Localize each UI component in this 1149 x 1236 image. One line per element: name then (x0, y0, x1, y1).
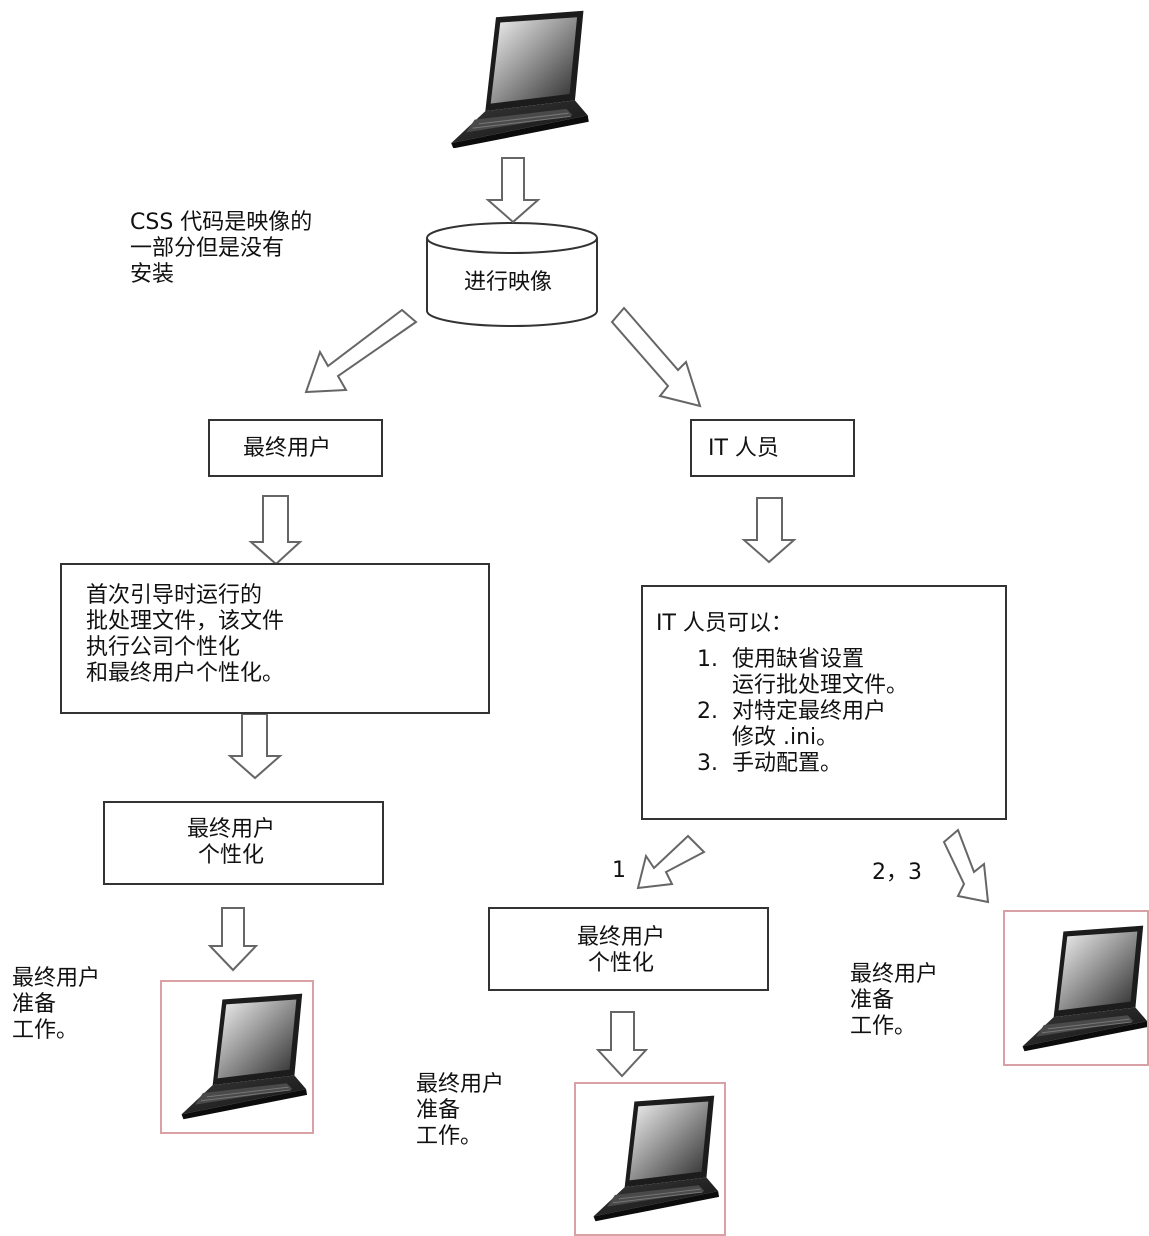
arrow-down-5 (207, 907, 259, 972)
end-user-label: 最终用户 (243, 436, 332, 461)
laptop-icon (181, 993, 308, 1120)
it-options-heading: IT 人员可以： (656, 611, 793, 636)
personalize-label-right: 最终用户 个性化 (577, 925, 666, 976)
laptop-icon (593, 1095, 720, 1222)
path-label-2-3: 2，3 (872, 860, 922, 885)
it-options-box: IT 人员可以： 1. 使用缺省设置 运行批处理文件。 2. 对特定最终用户 修… (641, 585, 1007, 820)
batch-file-text: 首次引导时运行的 批处理文件，该文件 执行公司个性化 和最终用户个性化。 (86, 583, 285, 686)
arrow-to-it-staff (610, 306, 702, 408)
batch-file-box: 首次引导时运行的 批处理文件，该文件 执行公司个性化 和最终用户个性化。 (60, 563, 490, 714)
it-option-2: 2. 对特定最终用户 修改 .ini。 (697, 699, 886, 750)
personalize-box-left: 最终用户 个性化 (103, 801, 384, 885)
it-staff-box: IT 人员 (690, 419, 855, 477)
image-note: CSS 代码是映像的 一部分但是没有 安装 (130, 210, 313, 287)
it-option-1: 1. 使用缺省设置 运行批处理文件。 (697, 647, 908, 698)
arrow-down-3 (741, 497, 797, 564)
ready-label-middle: 最终用户 准备 工作。 (416, 1072, 505, 1149)
laptop-frame-right (1003, 910, 1149, 1066)
arrow-to-end-user (304, 308, 418, 394)
arrow-down-2 (248, 495, 303, 566)
laptop-icon (1022, 925, 1147, 1052)
arrow-down-1 (485, 157, 541, 224)
laptop-frame-middle (574, 1082, 726, 1236)
personalize-label-left: 最终用户 个性化 (187, 817, 276, 868)
arrow-down-4 (227, 713, 283, 780)
laptop-icon (450, 10, 590, 148)
image-label: 进行映像 (464, 270, 553, 295)
arrow-down-6 (595, 1011, 649, 1078)
ready-label-right: 最终用户 准备 工作。 (850, 962, 939, 1039)
arrow-to-personalize (636, 834, 706, 890)
personalize-box-right: 最终用户 个性化 (488, 907, 769, 991)
image-database-shape (426, 222, 598, 327)
arrow-to-manual-laptop (942, 828, 990, 904)
ready-label-left: 最终用户 准备 工作。 (12, 966, 101, 1043)
laptop-frame-left (160, 980, 314, 1134)
path-label-1: 1 (612, 858, 626, 883)
end-user-box: 最终用户 (208, 419, 383, 477)
it-staff-label: IT 人员 (708, 436, 779, 461)
it-option-3: 3. 手动配置。 (697, 751, 842, 776)
